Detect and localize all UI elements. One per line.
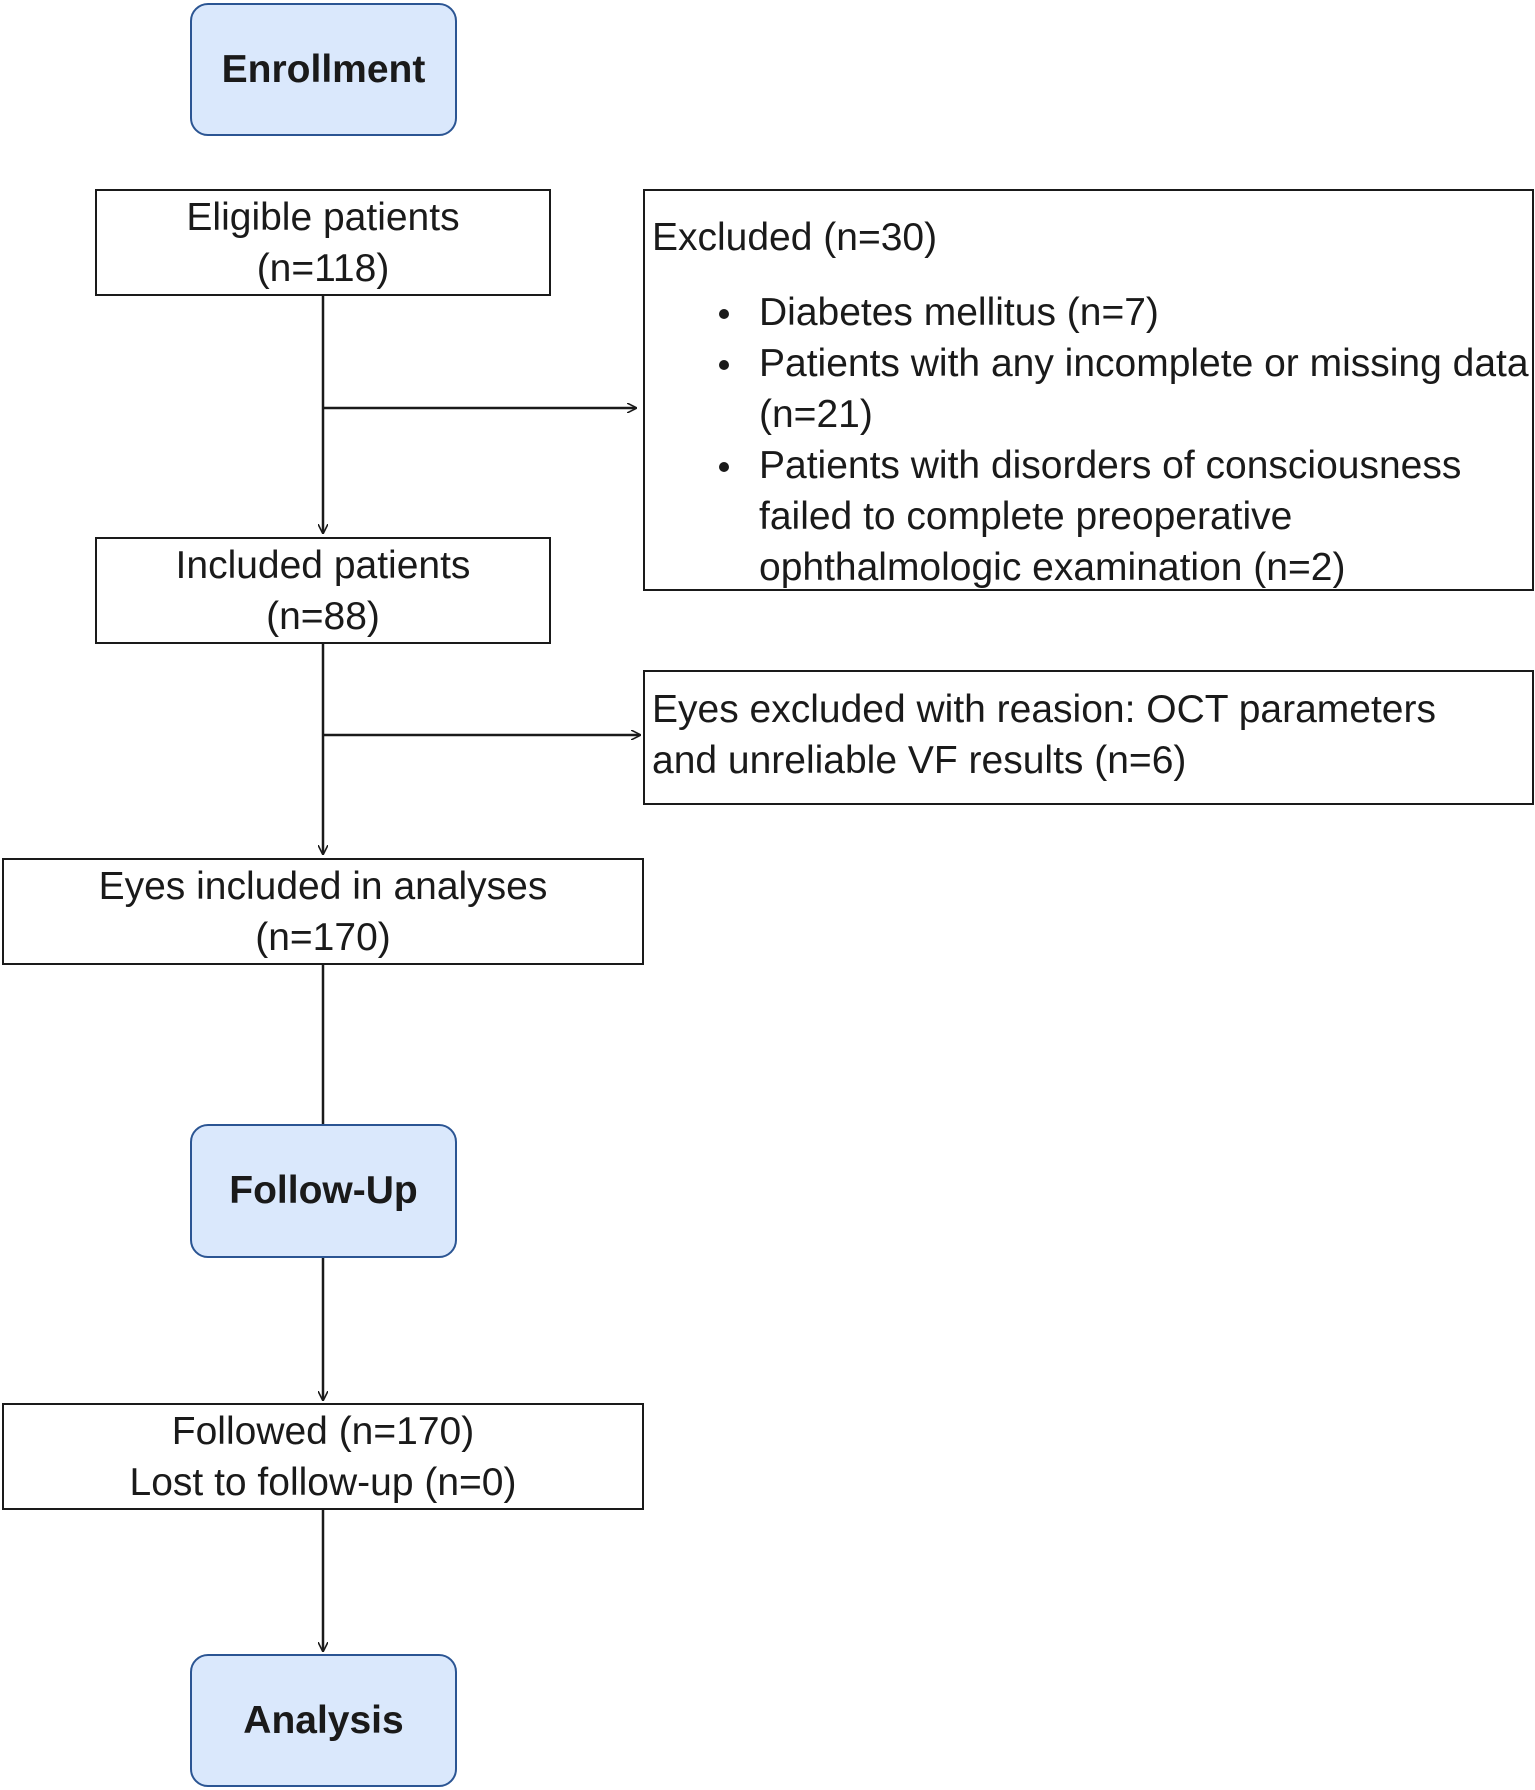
follow-up-stage: Follow-Up <box>190 1124 457 1258</box>
follow-up-label: Follow-Up <box>229 1169 418 1212</box>
eyes-included-label: Eyes included in analyses <box>98 864 548 908</box>
exclusion-reasons-list: Diabetes mellitus (n=7) Patients with an… <box>652 287 1532 589</box>
exclusion-reason-consciousness: Patients with disorders of consciousness… <box>652 440 1532 589</box>
eyes-included-count: (n=170) <box>255 915 391 959</box>
eligible-patients-count: (n=118) <box>256 246 390 290</box>
enrollment-stage: Enrollment <box>190 3 457 136</box>
excluded-box: Excluded (n=30) Diabetes mellitus (n=7) … <box>643 189 1534 591</box>
followed-box: Followed (n=170) Lost to follow-up (n=0) <box>2 1403 644 1510</box>
eyes-included-box: Eyes included in analyses (n=170) <box>2 858 644 965</box>
included-patients-label: Included patients <box>175 543 471 587</box>
lost-to-follow-up-count: Lost to follow-up (n=0) <box>129 1460 517 1504</box>
included-patients-box: Included patients (n=88) <box>95 537 551 644</box>
exclusion-reason-missing-data: Patients with any incomplete or missing … <box>652 338 1532 440</box>
analysis-stage: Analysis <box>190 1654 457 1787</box>
eyes-excluded-line2: and unreliable VF results (n=6) <box>652 739 1187 782</box>
eligible-patients-label: Eligible patients <box>186 195 460 239</box>
included-patients-count: (n=88) <box>266 594 380 638</box>
eligible-patients-box: Eligible patients (n=118) <box>95 189 551 296</box>
eyes-excluded-box: Eyes excluded with reasion: OCT paramete… <box>643 670 1534 805</box>
eyes-excluded-line1: Eyes excluded with reasion: OCT paramete… <box>652 688 1436 731</box>
enrollment-label: Enrollment <box>221 47 426 91</box>
excluded-heading: Excluded (n=30) <box>652 216 938 259</box>
followed-count: Followed (n=170) <box>171 1409 475 1453</box>
analysis-label: Analysis <box>243 1698 404 1742</box>
exclusion-reason-diabetes: Diabetes mellitus (n=7) <box>652 287 1532 338</box>
